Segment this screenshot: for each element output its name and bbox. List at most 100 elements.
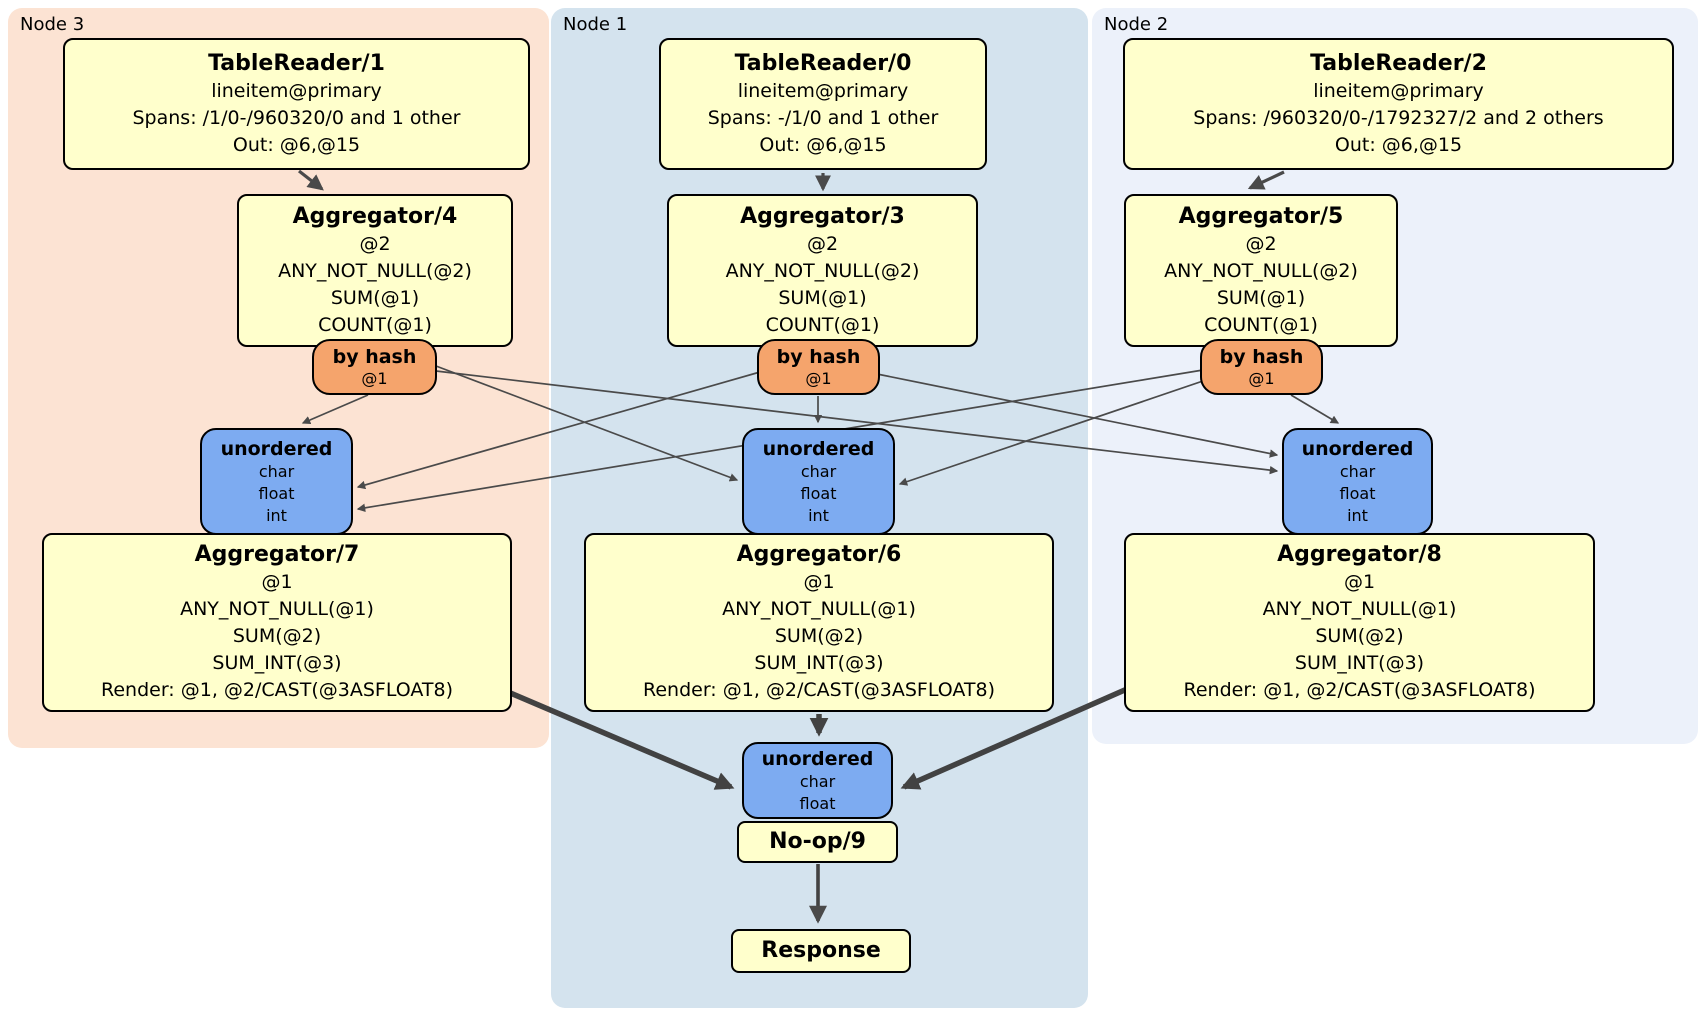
- unordered-sync-type: char: [1339, 461, 1376, 481]
- aggregator-6-render: Render: @1, @2/CAST(@3ASFLOAT8): [643, 679, 995, 701]
- aggregator-7-fn: SUM(@2): [232, 625, 322, 647]
- unordered-sync-title: unordered: [220, 437, 333, 460]
- aggregator-7-fn: ANY_NOT_NULL(@1): [180, 598, 374, 620]
- aggregator-5-fn: ANY_NOT_NULL(@2): [1164, 259, 1358, 282]
- noop-title: No-op/9: [769, 829, 866, 854]
- aggregator-8-fn: SUM(@2): [1315, 625, 1404, 647]
- aggregator-6-group: @1: [803, 571, 835, 593]
- aggregator-3-title: Aggregator/3: [740, 203, 905, 229]
- unordered-sync-type: char: [799, 771, 836, 791]
- tablereader-1-out: Out: @6,@15: [232, 133, 361, 156]
- tablereader-1-spans: Spans: /1/0-/960320/0 and 1 other: [132, 106, 461, 129]
- aggregator-6-fn: SUM_INT(@3): [754, 652, 884, 674]
- tablereader-2-spans: Spans: /960320/0-/1792327/2 and 2 others: [1193, 106, 1604, 129]
- edge-tr2-agg5: [1247, 170, 1285, 190]
- edge-hashL-syncC: [435, 365, 739, 482]
- edge-hashC-syncL: [356, 371, 761, 490]
- tablereader-2-out: Out: @6,@15: [1334, 133, 1463, 156]
- tablereader-0-box: TableReader/0 lineitem@primary Spans: -/…: [659, 38, 987, 170]
- aggregator-7-box: Aggregator/7 @1 ANY_NOT_NULL(@1) SUM(@2)…: [42, 533, 512, 712]
- hash-router-node1: by hash @1: [757, 339, 880, 395]
- unordered-sync-type: char: [800, 461, 837, 481]
- unordered-sync-title: unordered: [761, 747, 874, 770]
- edge-agg7-final-sync: [499, 686, 735, 790]
- node2-label: Node 2: [1104, 14, 1169, 35]
- unordered-sync-type: float: [800, 483, 837, 503]
- aggregator-5-group: @2: [1245, 232, 1277, 255]
- hash-router-key: @1: [805, 369, 832, 388]
- unordered-sync-title: unordered: [1301, 437, 1414, 460]
- unordered-sync-type: float: [1339, 483, 1376, 503]
- tablereader-1-box: TableReader/1 lineitem@primary Spans: /1…: [63, 38, 530, 170]
- noop-box: No-op/9: [737, 821, 898, 863]
- aggregator-6-fn: ANY_NOT_NULL(@1): [722, 598, 916, 620]
- aggregator-3-box: Aggregator/3 @2 ANY_NOT_NULL(@2) SUM(@1)…: [667, 194, 978, 347]
- aggregator-7-fn: SUM_INT(@3): [212, 652, 342, 674]
- aggregator-6-box: Aggregator/6 @1 ANY_NOT_NULL(@1) SUM(@2)…: [584, 533, 1054, 712]
- hash-router-node2: by hash @1: [1200, 339, 1323, 395]
- unordered-sync-type: int: [266, 505, 287, 525]
- unordered-sync-type: char: [258, 461, 295, 481]
- aggregator-8-group: @1: [1343, 571, 1376, 593]
- unordered-sync-title: unordered: [762, 437, 875, 460]
- unordered-sync-type: int: [1347, 505, 1368, 525]
- edge-hashL-syncL: [301, 394, 369, 425]
- aggregator-3-group: @2: [806, 232, 839, 255]
- hash-router-title: by hash: [1219, 346, 1304, 368]
- tablereader-2-index: lineitem@primary: [1313, 79, 1484, 102]
- aggregator-5-box: Aggregator/5 @2 ANY_NOT_NULL(@2) SUM(@1)…: [1124, 194, 1398, 347]
- hash-router-key: @1: [1248, 369, 1275, 388]
- tablereader-0-index: lineitem@primary: [737, 79, 909, 102]
- aggregator-5-fn: SUM(@1): [1216, 286, 1306, 309]
- aggregator-7-render: Render: @1, @2/CAST(@3ASFLOAT8): [101, 679, 453, 701]
- aggregator-7-title: Aggregator/7: [194, 542, 360, 567]
- aggregator-4-title: Aggregator/4: [292, 203, 458, 229]
- tablereader-0-spans: Spans: -/1/0 and 1 other: [707, 106, 939, 129]
- response-box: Response: [731, 929, 911, 973]
- aggregator-4-fn: COUNT(@1): [318, 313, 432, 336]
- unordered-sync-type: float: [258, 483, 295, 503]
- tablereader-2-box: TableReader/2 lineitem@primary Spans: /9…: [1123, 38, 1674, 170]
- aggregator-3-fn: ANY_NOT_NULL(@2): [725, 259, 920, 282]
- edge-tr1-agg4: [298, 169, 324, 191]
- aggregator-4-box: Aggregator/4 @2 ANY_NOT_NULL(@2) SUM(@1)…: [237, 194, 513, 347]
- hash-router-node3: by hash @1: [312, 339, 437, 395]
- node1-label: Node 1: [563, 14, 628, 35]
- tablereader-2-title: TableReader/2: [1310, 50, 1487, 76]
- aggregator-4-group: @2: [359, 232, 391, 255]
- unordered-sync-node1: unordered char float int: [742, 428, 895, 535]
- hash-router-title: by hash: [776, 346, 861, 368]
- aggregator-3-fn: COUNT(@1): [765, 313, 880, 336]
- tablereader-0-out: Out: @6,@15: [759, 133, 887, 156]
- unordered-sync-node2: unordered char float int: [1282, 428, 1433, 535]
- tablereader-0-title: TableReader/0: [734, 50, 912, 76]
- unordered-sync-type: int: [808, 505, 829, 525]
- node3-label: Node 3: [20, 14, 85, 35]
- tablereader-1-index: lineitem@primary: [211, 79, 382, 102]
- edge-hashL-syncR: [435, 370, 1279, 475]
- aggregator-8-render: Render: @1, @2/CAST(@3ASFLOAT8): [1183, 679, 1536, 701]
- aggregator-7-group: @1: [261, 571, 293, 593]
- aggregator-3-fn: SUM(@1): [778, 286, 867, 309]
- aggregator-5-fn: COUNT(@1): [1204, 313, 1318, 336]
- edge-hashR-syncR: [1290, 394, 1340, 424]
- unordered-sync-type: float: [799, 793, 836, 813]
- hash-router-key: @1: [361, 369, 388, 388]
- tablereader-1-title: TableReader/1: [208, 50, 385, 76]
- response-title: Response: [761, 938, 881, 963]
- edge-hashC-syncR: [876, 373, 1279, 458]
- edge-hashR-syncC: [898, 380, 1204, 486]
- aggregator-8-fn: ANY_NOT_NULL(@1): [1262, 598, 1457, 620]
- aggregator-4-fn: ANY_NOT_NULL(@2): [278, 259, 472, 282]
- hash-router-title: by hash: [332, 346, 417, 368]
- aggregator-8-title: Aggregator/8: [1277, 542, 1442, 567]
- aggregator-6-fn: SUM(@2): [774, 625, 864, 647]
- aggregator-5-title: Aggregator/5: [1178, 203, 1344, 229]
- aggregator-6-title: Aggregator/6: [736, 542, 902, 567]
- aggregator-8-box: Aggregator/8 @1 ANY_NOT_NULL(@1) SUM(@2)…: [1124, 533, 1595, 712]
- edge-agg8-final-sync: [900, 686, 1129, 790]
- unordered-sync-node3: unordered char float int: [200, 428, 353, 535]
- aggregator-8-fn: SUM_INT(@3): [1294, 652, 1425, 674]
